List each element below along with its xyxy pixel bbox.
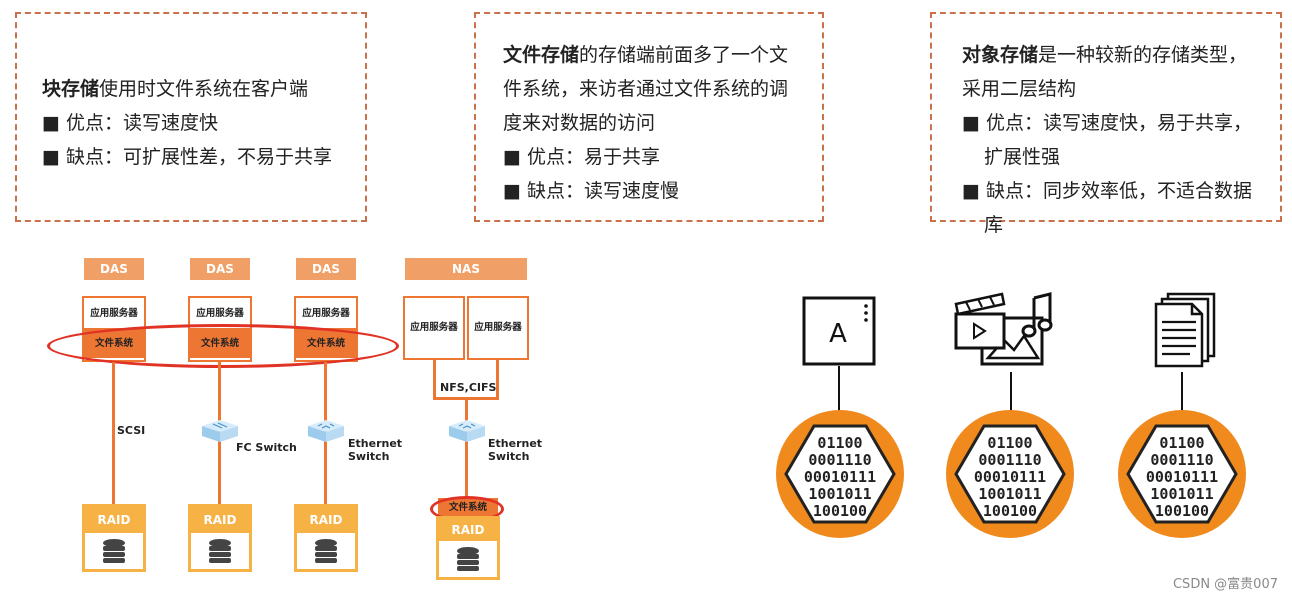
block-storage-box	[15, 12, 367, 222]
binary-row: 00010111	[804, 468, 876, 486]
object-storage-node-icon: 01100 0001110 00010111 1001011 100100	[1118, 410, 1246, 538]
ethernet-switch-icon	[449, 420, 485, 442]
object-storage-con1: ■ 缺点：同步效率低，不适合数据	[962, 180, 1252, 202]
raid-label: RAID	[191, 507, 249, 533]
das-label-2: DAS	[190, 258, 250, 280]
file-storage-pro: ■ 优点：易于共享	[503, 146, 660, 168]
file-storage-con: ■ 缺点：读写速度慢	[503, 180, 679, 202]
binary-row: 0001110	[808, 451, 871, 469]
binary-row: 01100	[987, 434, 1032, 452]
app-server-label: 应用服务器	[302, 307, 350, 319]
app-server-label: 应用服务器	[196, 307, 244, 319]
das-label-3: DAS	[296, 258, 356, 280]
binary-row: 1001011	[808, 485, 871, 503]
database-icon	[85, 533, 143, 569]
database-icon	[439, 541, 497, 577]
file-storage-line2: 件系统，来访者通过文件系统的调	[503, 78, 789, 100]
object-storage-con2: 库	[984, 214, 1004, 236]
binary-row: 100100	[1155, 502, 1209, 520]
app-server-label: 应用服务器	[90, 307, 138, 319]
object-storage-node-icon: 01100 0001110 00010111 1001011 100100	[946, 410, 1074, 538]
object-storage-line1: 对象存储是一种较新的存储类型，	[962, 44, 1248, 66]
nas-connector	[496, 360, 499, 400]
text-file-A-icon: A	[802, 296, 876, 366]
nas-connector	[465, 398, 468, 498]
raid-box-3: RAID	[294, 504, 358, 572]
object-connector-3	[1181, 372, 1183, 412]
das-filesystem-highlight-ring	[47, 324, 399, 368]
nas-connector	[433, 360, 436, 400]
fc-switch-label: FC Switch	[236, 441, 297, 454]
nfs-cifs-label: NFS,CIFS	[440, 381, 497, 394]
raid-box-2: RAID	[188, 504, 252, 572]
raid-label: RAID	[297, 507, 355, 533]
object-storage-pro1: ■ 优点：读写速度快，易于共享，	[962, 112, 1252, 134]
block-storage-pro: ■ 优点：读写速度快	[42, 112, 218, 134]
svg-text:A: A	[829, 319, 847, 349]
database-icon	[191, 533, 249, 569]
block-storage-con: ■ 缺点：可扩展性差，不易于共享	[42, 146, 332, 168]
watermark: CSDN @富贵007	[1172, 577, 1278, 592]
raid-label: RAID	[439, 519, 497, 541]
fc-switch-icon	[202, 420, 238, 442]
scsi-label: SCSI	[117, 424, 146, 437]
object-connector-2	[1010, 372, 1012, 412]
ethernet-switch-icon	[308, 420, 344, 442]
nas-app-server-1: 应用服务器	[403, 296, 465, 360]
binary-row: 0001110	[1150, 451, 1213, 469]
binary-row: 1001011	[1150, 485, 1213, 503]
object-storage-box	[930, 12, 1282, 222]
media-icon	[954, 292, 1053, 366]
binary-row: 00010111	[974, 468, 1046, 486]
binary-row: 01100	[817, 434, 862, 452]
raid-label: RAID	[85, 507, 143, 533]
document-stack-icon	[1154, 292, 1216, 368]
object-storage-line2: 采用二层结构	[962, 78, 1077, 100]
binary-row: 100100	[813, 502, 867, 520]
nas-app-server-2: 应用服务器	[467, 296, 529, 360]
file-storage-line1: 文件存储的存储端前面多了一个文	[503, 44, 789, 66]
object-storage-node-icon: 01100 0001110 00010111 1001011 100100	[776, 410, 904, 538]
object-connector-1	[838, 366, 840, 412]
das-label-1: DAS	[84, 258, 144, 280]
object-storage-pro2: 扩展性强	[984, 146, 1061, 168]
binary-row: 00010111	[1146, 468, 1218, 486]
binary-row: 1001011	[978, 485, 1041, 503]
raid-box-nas: RAID	[436, 516, 500, 580]
database-icon	[297, 533, 355, 569]
raid-box-1: RAID	[82, 504, 146, 572]
binary-row: 0001110	[978, 451, 1041, 469]
file-storage-line3: 度来对数据的访问	[503, 112, 656, 134]
das-connector-1	[112, 362, 115, 504]
binary-row: 01100	[1159, 434, 1204, 452]
nas-label: NAS	[405, 258, 527, 280]
file-storage-box	[474, 12, 824, 222]
binary-row: 100100	[983, 502, 1037, 520]
block-storage-desc: 块存储使用时文件系统在客户端	[42, 78, 309, 100]
